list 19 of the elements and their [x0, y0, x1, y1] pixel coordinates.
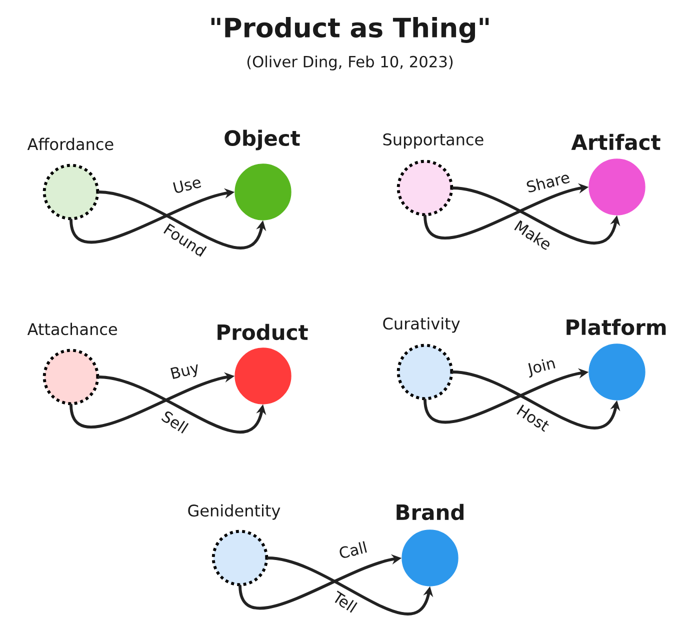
edge-label: Call [340, 541, 367, 558]
circle-label: Affordance [27, 138, 114, 150]
edge-label: Buy [170, 364, 198, 380]
circle-label: Supportance [383, 133, 484, 149]
circle-heading: Object [224, 130, 300, 150]
circle-heading: Platform [566, 318, 666, 336]
circle-heading: Product [218, 324, 308, 340]
edge-label: Join [528, 359, 556, 378]
circle-heading: Brand [396, 504, 464, 520]
subtitle: (Oliver Ding, Feb 10, 2023) [247, 56, 453, 70]
circle-heading: Artifact [571, 134, 660, 150]
circle-label: Genidentity [188, 504, 280, 520]
circle-label: Attachance [27, 322, 117, 336]
edge-label: Tell [334, 590, 358, 613]
edge-label: Share [526, 174, 570, 192]
edge-label: Sell [161, 412, 189, 434]
circle-label: Curativity [383, 317, 460, 333]
title: "Product as Thing" [211, 16, 489, 43]
edge-label: Use [173, 179, 202, 193]
